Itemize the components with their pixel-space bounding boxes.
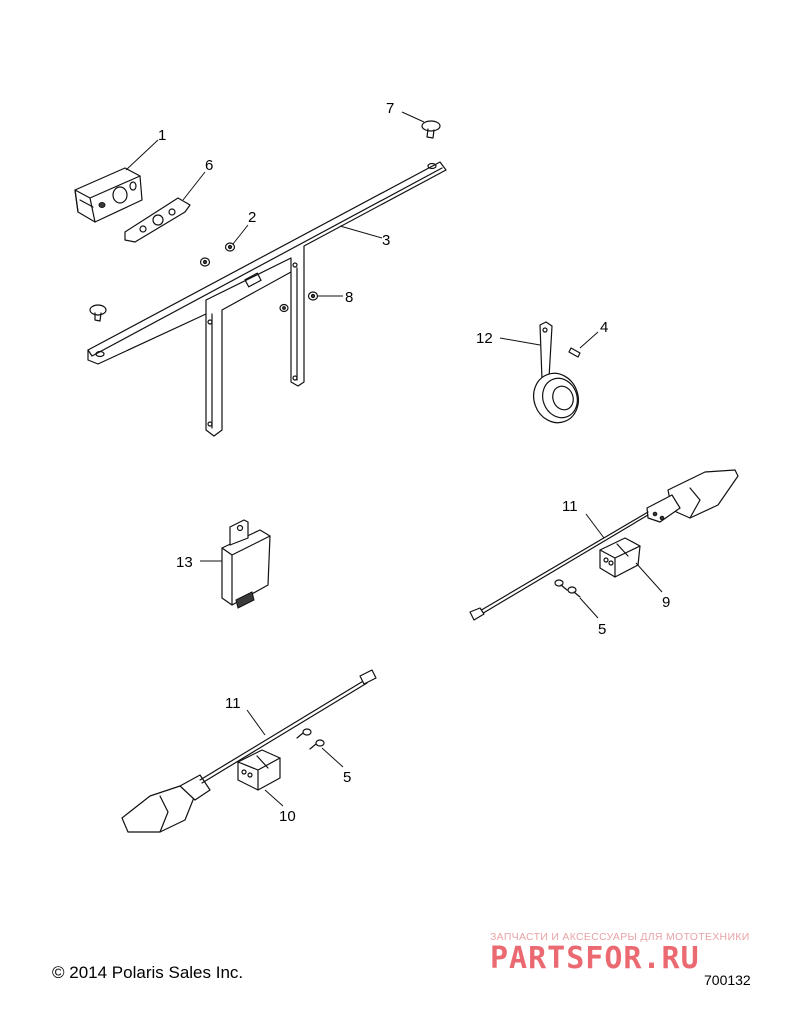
part-7-screw [421,120,441,139]
callout-6: 6 [205,157,213,174]
callout-3: 3 [382,232,390,249]
callout-11b: 11 [225,695,241,712]
part-11-turn-signal-right [469,469,739,621]
callout-11a: 11 [562,498,578,515]
part-10-mount-block [237,749,281,791]
part-13-flasher-relay [221,519,271,609]
part-11-turn-signal-left [121,669,377,833]
callout-5a: 5 [598,621,606,638]
callout-5b: 5 [343,769,351,786]
part-12-horn [533,321,579,424]
callout-13: 13 [176,554,193,571]
diagram-number: 700132 [704,972,751,988]
bracket-nut [199,257,211,267]
bracket-screw [89,304,107,322]
watermark-tagline: ЗАПЧАСТИ И АКСЕССУАРЫ ДЛЯ МОТОТЕХНИКИ [490,931,750,943]
part-6-lamp-gasket [124,197,191,243]
callout-1: 1 [158,127,166,144]
part-1-license-lamp [74,167,143,223]
callout-7: 7 [386,100,394,117]
part-3-bracket [87,161,447,437]
callout-4: 4 [600,319,608,336]
part-5-screws-lower [296,728,325,750]
part-8-nut [307,291,319,301]
callout-2: 2 [248,209,256,226]
callout-8: 8 [345,289,353,306]
bracket-nut-2 [279,303,289,313]
part-5-screws-upper [554,579,581,598]
callout-10: 10 [279,808,296,825]
callout-9: 9 [662,594,670,611]
copyright-text: © 2014 Polaris Sales Inc. [52,963,244,982]
part-4-screw [568,347,581,358]
part-2-nut [224,242,236,252]
part-9-mount-block [599,537,641,578]
callout-12: 12 [476,330,493,347]
watermark-logo: PARTSFOR.RU [490,941,700,976]
